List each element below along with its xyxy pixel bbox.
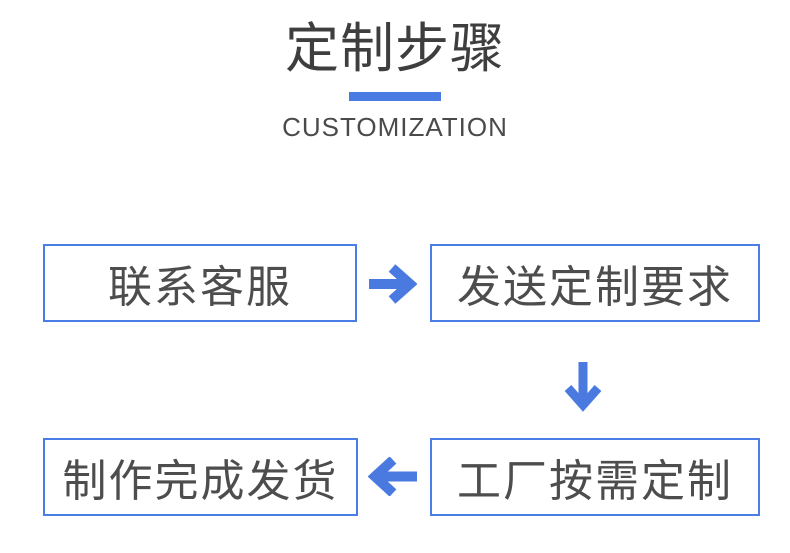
title-underline [349, 92, 441, 101]
step-label: 发送定制要求 [457, 263, 733, 312]
step-box-finish-and-ship: 制作完成发货 [43, 438, 358, 516]
step-box-send-requirements: 发送定制要求 [430, 244, 760, 322]
section-title: 定制步骤 [285, 19, 505, 79]
step-label: 工厂按需定制 [457, 457, 733, 506]
arrow-left-icon [368, 457, 417, 496]
step-label: 联系客服 [108, 263, 292, 312]
section-subtitle: CUSTOMIZATION [282, 112, 508, 142]
arrow-down-icon [564, 362, 602, 412]
step-box-contact-service: 联系客服 [43, 244, 357, 322]
arrow-right-icon [369, 264, 417, 304]
step-box-factory-customize: 工厂按需定制 [430, 438, 760, 516]
step-label: 制作完成发货 [62, 457, 339, 506]
